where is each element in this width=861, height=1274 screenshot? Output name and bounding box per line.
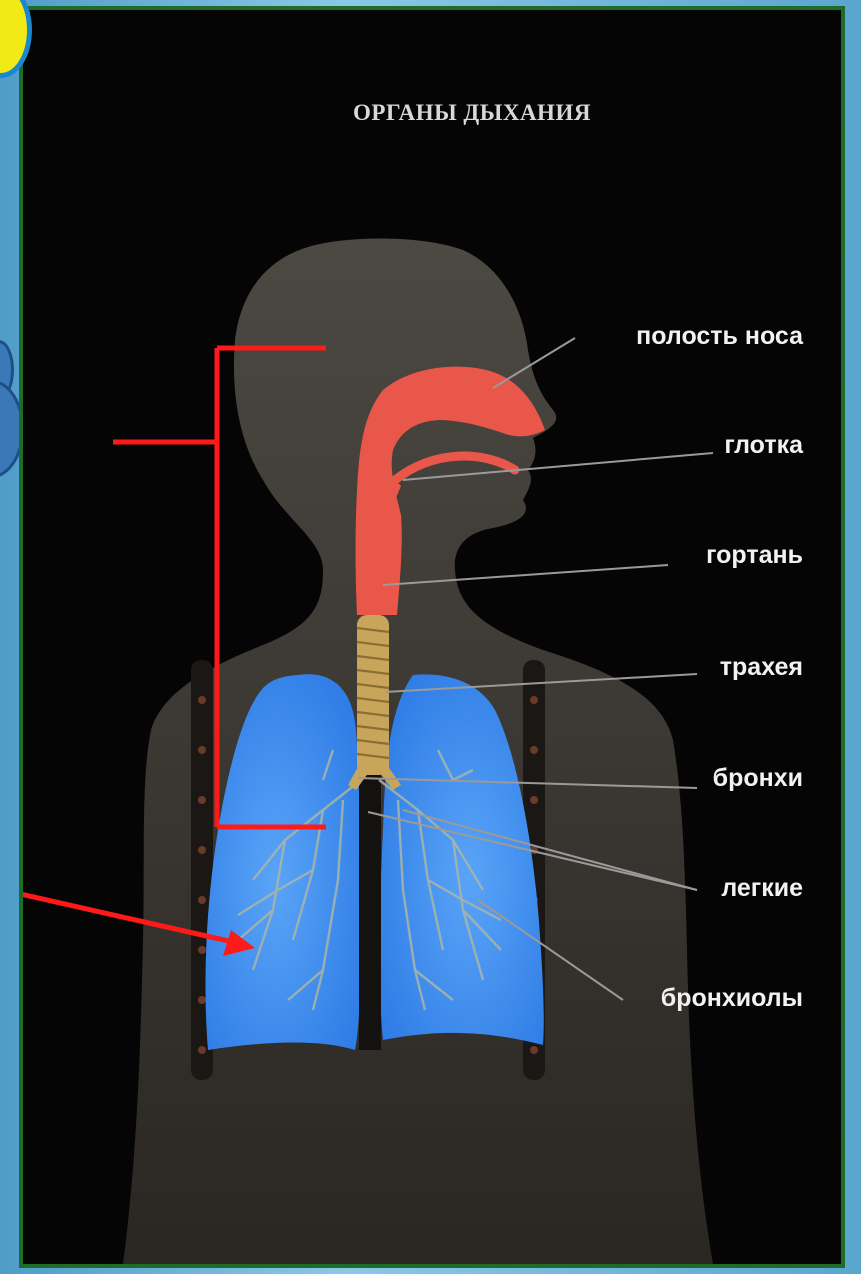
label-trachea: трахея <box>720 653 803 682</box>
label-nasal-cavity: полость носа <box>636 322 803 351</box>
label-pharynx: глотка <box>724 431 803 460</box>
respiratory-diagram <box>23 10 841 1264</box>
label-lungs: легкие <box>721 874 803 903</box>
respiratory-poster: ОРГАНЫ ДЫХАНИЯ <box>19 6 845 1268</box>
label-bronchi: бронхи <box>713 764 803 793</box>
label-larynx: гортань <box>706 541 803 570</box>
label-bronchioles: бронхиолы <box>661 984 803 1013</box>
